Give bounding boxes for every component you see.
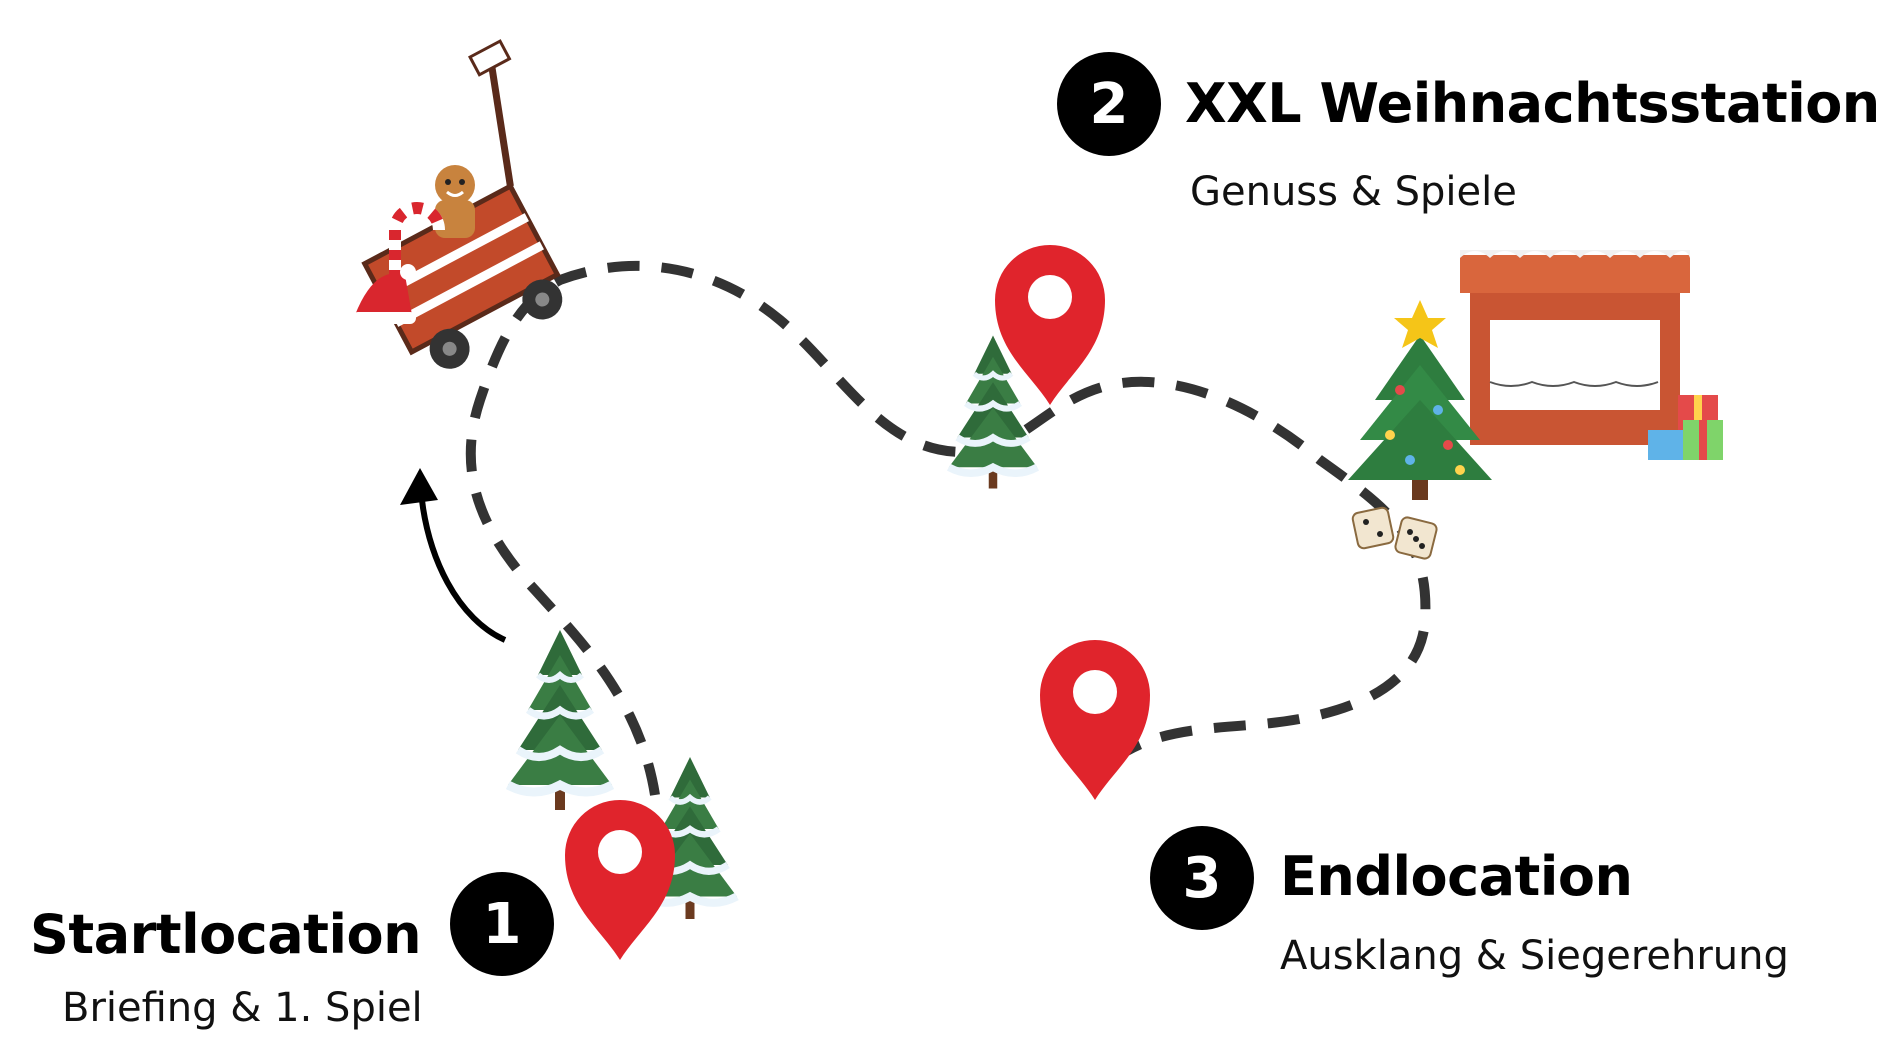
market-stall-icon [1460, 250, 1690, 445]
gingerbread-man-icon [435, 165, 475, 238]
station-3-badge: 3 [1150, 826, 1254, 930]
location-pin-icon [565, 799, 675, 960]
curved-arrow-icon [400, 468, 507, 643]
christmas-tree-icon [1348, 300, 1492, 500]
santa-hat-icon [352, 264, 416, 324]
station-3-title: Endlocation [1280, 845, 1633, 908]
snowy-fir-icon [508, 630, 612, 810]
station-2-subtitle: Genuss & Spiele [1190, 169, 1517, 215]
gift-icon [1648, 395, 1723, 460]
candy-cane-icon [389, 202, 445, 300]
station-1-subtitle: Briefing & 1. Spiel [62, 985, 423, 1031]
station-2-title: XXL Weihnachtsstation [1185, 72, 1880, 135]
station-2-badge: 2 [1057, 52, 1161, 156]
station-1-title: Startlocation [30, 903, 422, 966]
location-pin-icon [995, 244, 1105, 405]
location-pin-icon [1040, 639, 1150, 800]
route-path [465, 260, 1431, 796]
station-1-badge: 1 [450, 872, 554, 976]
wagon-icon [361, 39, 563, 369]
dice-icon [1351, 506, 1438, 560]
station-3-subtitle: Ausklang & Siegerehrung [1280, 933, 1789, 979]
